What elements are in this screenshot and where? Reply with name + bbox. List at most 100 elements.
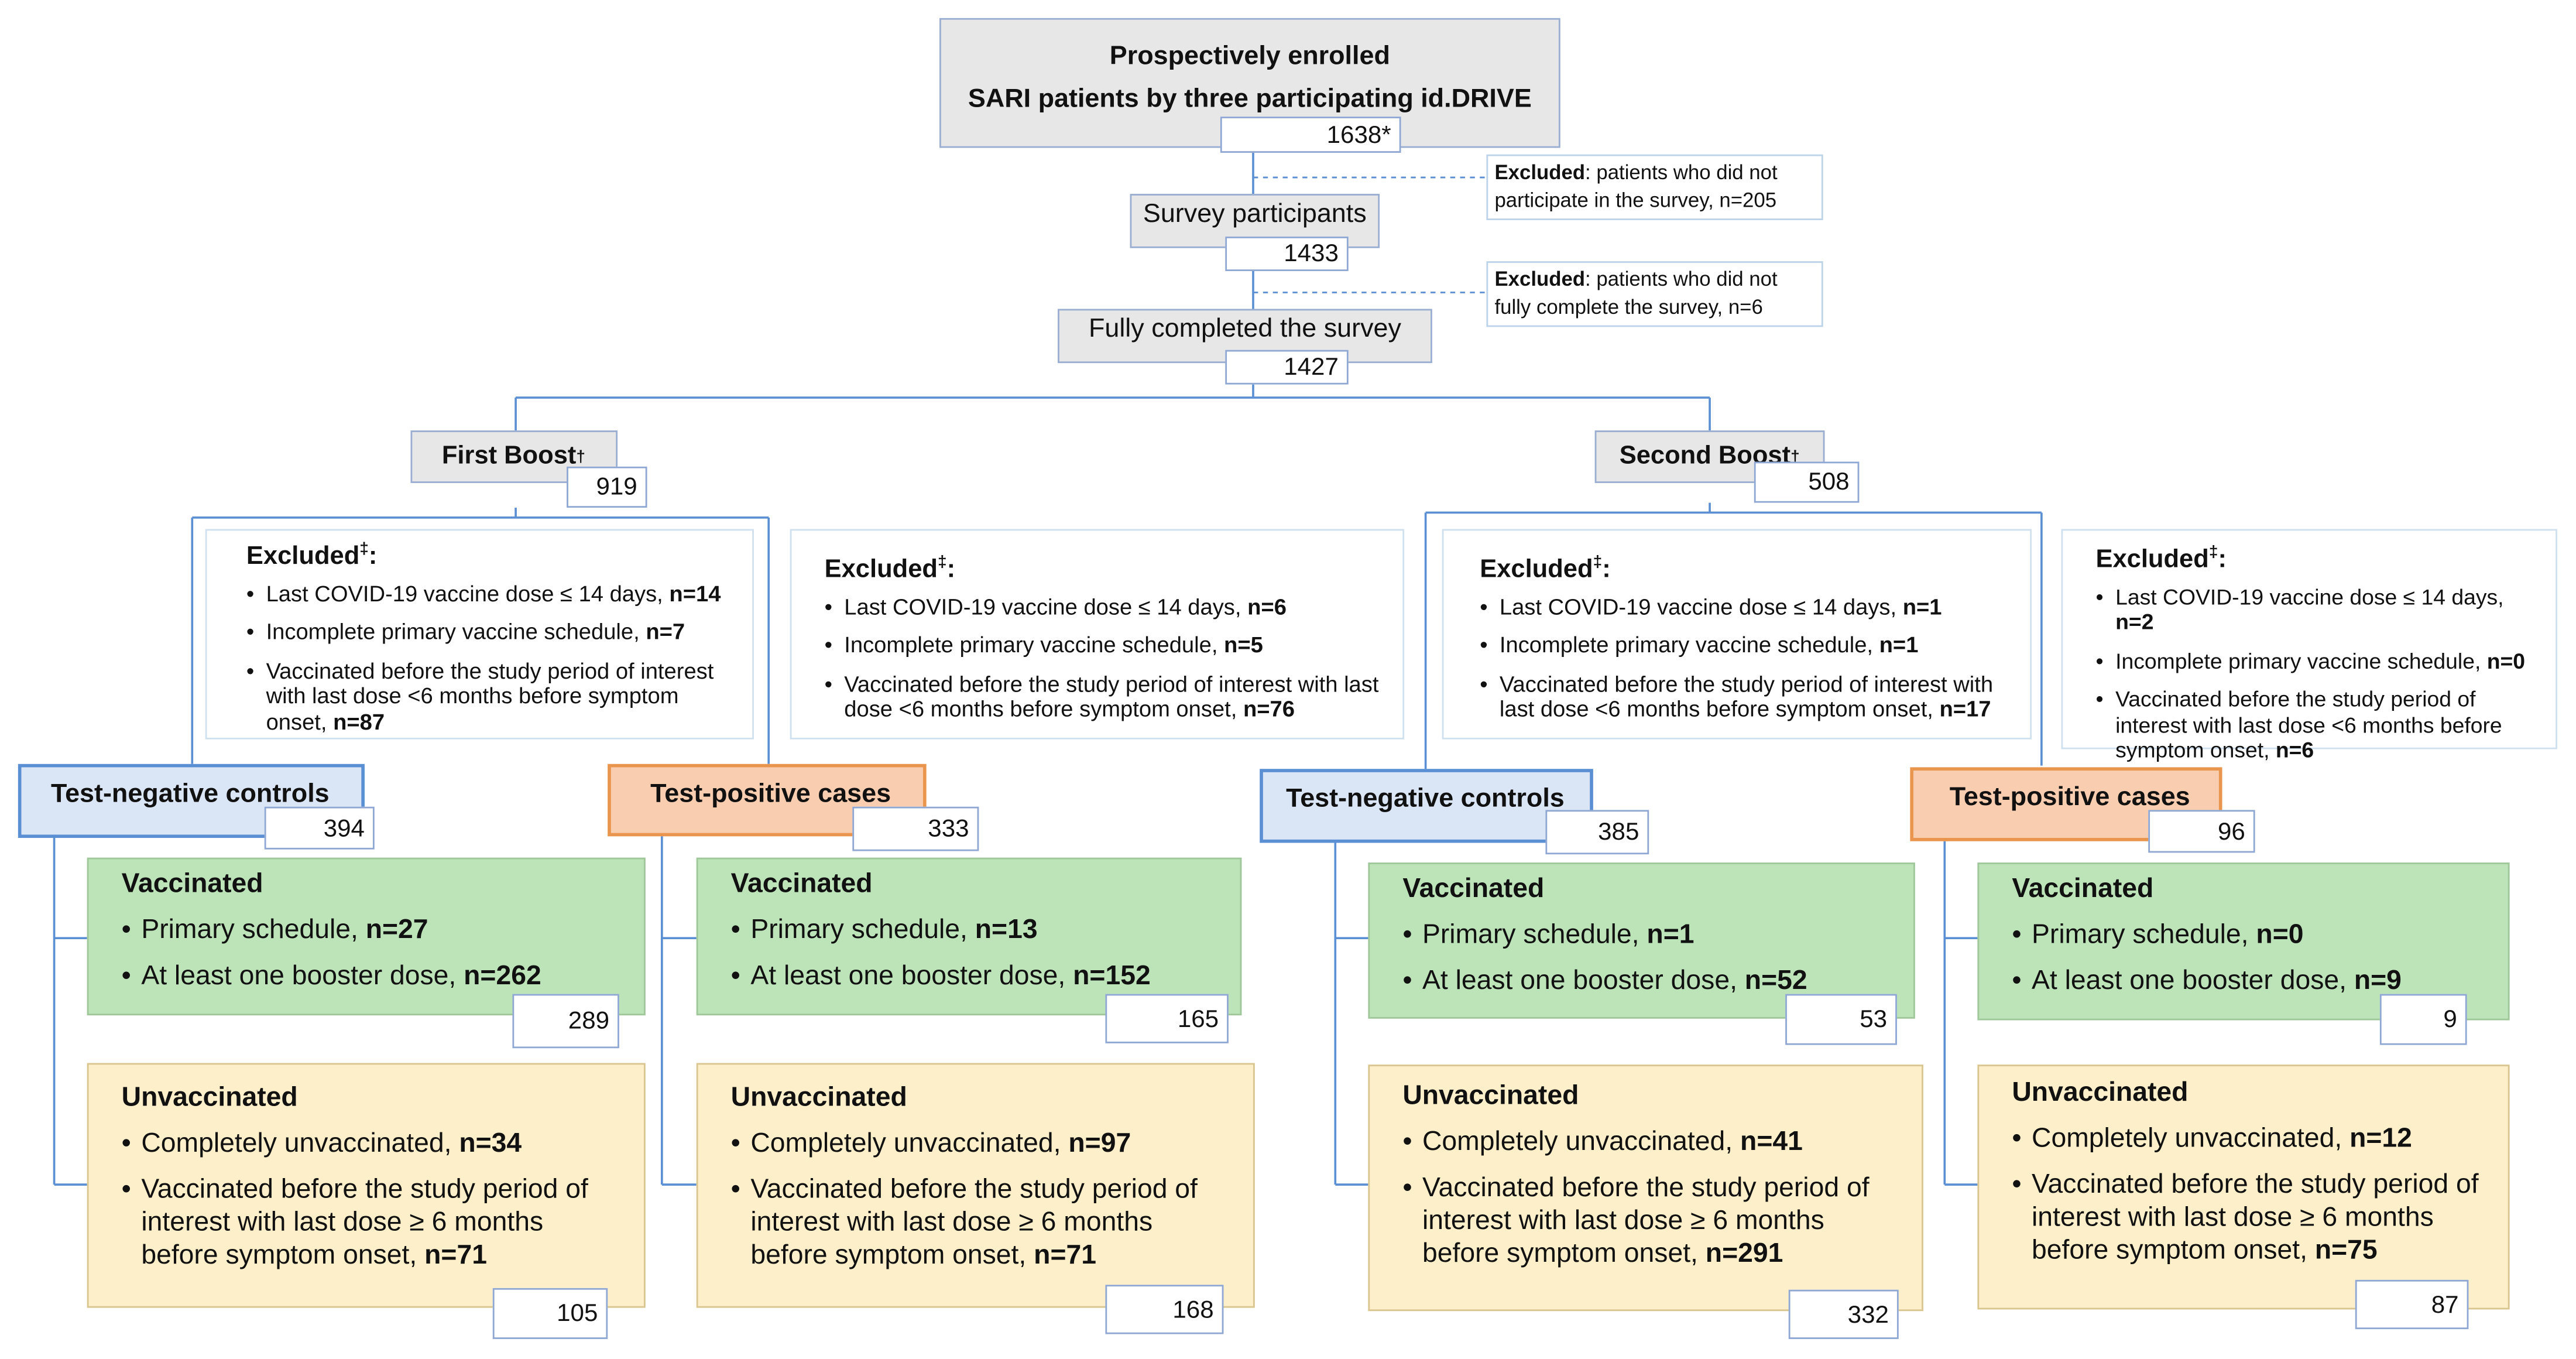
vaccinated-title: Vaccinated bbox=[121, 869, 263, 899]
vaccinated-title: Vaccinated bbox=[2012, 874, 2154, 904]
unvaccinated-item: Vaccinated before the study period of in… bbox=[2012, 1168, 2491, 1266]
vaccinated-item: At least one booster dose, n=152 bbox=[731, 960, 1224, 992]
group-label: Test-positive cases bbox=[1949, 783, 2190, 812]
excluded-complete-box: Excluded: patients who did not fully com… bbox=[1486, 261, 1823, 327]
vaccinated-list: Primary schedule, n=0 At least one boost… bbox=[2012, 919, 2491, 998]
unvaccinated-list: Completely unvaccinated, n=12 Vaccinated… bbox=[2012, 1122, 2491, 1266]
fb-cases-unvaccinated-box: Unvaccinated Completely unvaccinated, n=… bbox=[696, 1063, 1255, 1308]
first-boost-label: First Boost bbox=[441, 441, 577, 470]
excluded-list: Last COVID-19 vaccine dose ≤ 14 days, n=… bbox=[825, 594, 1390, 723]
fb-cases-count: 333 bbox=[852, 806, 979, 851]
vaccinated-item: At least one booster dose, n=52 bbox=[1402, 964, 1897, 997]
survey-count: 1433 bbox=[1225, 237, 1349, 271]
excluded-item: Vaccinated before the study period of in… bbox=[246, 658, 739, 734]
excluded-box-sb-cases: Excluded‡: Last COVID-19 vaccine dose ≤ … bbox=[2061, 529, 2557, 762]
excluded-box-sb-controls: Excluded‡: Last COVID-19 vaccine dose ≤ … bbox=[1442, 529, 2032, 740]
sb-controls-unvaccinated-count: 332 bbox=[1788, 1289, 1899, 1339]
vaccinated-title: Vaccinated bbox=[730, 869, 873, 899]
vaccinated-item: Primary schedule, n=27 bbox=[122, 913, 627, 946]
fb-controls-count: 394 bbox=[264, 806, 375, 850]
excluded-item: Incomplete primary vaccine schedule, n=0 bbox=[2095, 648, 2542, 673]
vaccinated-title: Vaccinated bbox=[1402, 874, 1545, 904]
excluded-list: Last COVID-19 vaccine dose ≤ 14 days, n=… bbox=[246, 581, 739, 734]
sb-cases-unvaccinated-count: 87 bbox=[2355, 1279, 2469, 1330]
unvaccinated-title: Unvaccinated bbox=[730, 1083, 907, 1112]
fb-cases-unvaccinated-count: 168 bbox=[1105, 1285, 1224, 1334]
vaccinated-item: Primary schedule, n=1 bbox=[1402, 919, 1897, 951]
vaccinated-item: At least one booster dose, n=9 bbox=[2012, 964, 2491, 997]
excluded-survey-box: Excluded: patients who did not participa… bbox=[1486, 154, 1823, 221]
sb-controls-vaccinated-box: Vaccinated Primary schedule, n=1 At leas… bbox=[1368, 862, 1915, 1019]
excluded-item: Vaccinated before the study period of in… bbox=[1480, 672, 2017, 723]
excluded-complete-label: Excluded bbox=[1494, 268, 1586, 291]
completed-label: Fully completed the survey bbox=[1088, 315, 1401, 344]
excluded-item: Last COVID-19 vaccine dose ≤ 14 days, n=… bbox=[825, 594, 1390, 619]
excluded-list: Last COVID-19 vaccine dose ≤ 14 days, n=… bbox=[2095, 584, 2542, 764]
vaccinated-list: Primary schedule, n=13 At least one boos… bbox=[731, 913, 1224, 992]
excluded-box-fb-controls: Excluded‡: Last COVID-19 vaccine dose ≤ … bbox=[205, 529, 754, 740]
vaccinated-list: Primary schedule, n=1 At least one boost… bbox=[1402, 919, 1897, 998]
first-boost-count: 919 bbox=[567, 466, 647, 508]
excluded-item: Last COVID-19 vaccine dose ≤ 14 days, n=… bbox=[1480, 594, 2017, 619]
unvaccinated-title: Unvaccinated bbox=[121, 1083, 298, 1112]
group-label: Test-negative controls bbox=[50, 780, 330, 809]
excluded-survey-text1: : patients who did not bbox=[1585, 160, 1778, 184]
group-label: Test-negative controls bbox=[1286, 785, 1565, 813]
unvaccinated-item: Completely unvaccinated, n=41 bbox=[1402, 1125, 1905, 1158]
unvaccinated-item: Completely unvaccinated, n=12 bbox=[2012, 1122, 2491, 1155]
sb-cases-unvaccinated-box: Unvaccinated Completely unvaccinated, n=… bbox=[1977, 1064, 2510, 1310]
first-boost-dagger: † bbox=[576, 447, 585, 466]
sb-controls-group-box: Test-negative controls bbox=[1260, 769, 1593, 843]
sb-controls-count: 385 bbox=[1545, 810, 1649, 855]
excluded-title: Excluded‡: bbox=[824, 553, 956, 584]
vaccinated-item: At least one booster dose, n=262 bbox=[122, 960, 627, 992]
excluded-item: Incomplete primary vaccine schedule, n=5 bbox=[825, 633, 1390, 658]
excluded-survey-label: Excluded bbox=[1494, 160, 1586, 184]
sb-cases-count: 96 bbox=[2148, 810, 2255, 853]
excluded-complete-text2: fully complete the survey, n=6 bbox=[1494, 296, 1763, 319]
unvaccinated-list: Completely unvaccinated, n=97 Vaccinated… bbox=[731, 1127, 1237, 1272]
excluded-item: Vaccinated before the study period of in… bbox=[2095, 687, 2542, 763]
enrolled-line1: Prospectively enrolled bbox=[1109, 42, 1390, 71]
excluded-item: Last COVID-19 vaccine dose ≤ 14 days, n=… bbox=[2095, 584, 2542, 635]
fb-cases-vaccinated-box: Vaccinated Primary schedule, n=13 At lea… bbox=[696, 857, 1242, 1016]
sb-controls-unvaccinated-box: Unvaccinated Completely unvaccinated, n=… bbox=[1368, 1064, 1923, 1312]
unvaccinated-title: Unvaccinated bbox=[2012, 1077, 2189, 1108]
fb-controls-vaccinated-box: Vaccinated Primary schedule, n=27 At lea… bbox=[87, 857, 646, 1016]
fb-cases-vaccinated-count: 165 bbox=[1105, 994, 1229, 1043]
fb-controls-group-box: Test-negative controls bbox=[18, 764, 365, 838]
fb-controls-unvaccinated-count: 105 bbox=[492, 1288, 608, 1339]
unvaccinated-item: Vaccinated before the study period of in… bbox=[1402, 1172, 1905, 1270]
unvaccinated-item: Completely unvaccinated, n=34 bbox=[122, 1127, 627, 1160]
unvaccinated-title: Unvaccinated bbox=[1402, 1081, 1579, 1111]
unvaccinated-item: Vaccinated before the study period of in… bbox=[122, 1173, 627, 1271]
excluded-item: Incomplete primary vaccine schedule, n=7 bbox=[246, 619, 739, 645]
excluded-title: Excluded‡: bbox=[2095, 543, 2227, 574]
completed-count: 1427 bbox=[1225, 350, 1349, 385]
vaccinated-item: Primary schedule, n=13 bbox=[731, 913, 1224, 946]
unvaccinated-item: Vaccinated before the study period of in… bbox=[731, 1173, 1237, 1271]
fb-controls-unvaccinated-box: Unvaccinated Completely unvaccinated, n=… bbox=[87, 1063, 646, 1308]
enrolled-count: 1638* bbox=[1220, 117, 1401, 153]
unvaccinated-list: Completely unvaccinated, n=34 Vaccinated… bbox=[122, 1127, 627, 1272]
second-boost-count: 508 bbox=[1754, 461, 1860, 503]
excluded-title: Excluded‡: bbox=[1480, 553, 1611, 584]
excluded-box-fb-cases: Excluded‡: Last COVID-19 vaccine dose ≤ … bbox=[790, 529, 1405, 740]
excluded-item: Last COVID-19 vaccine dose ≤ 14 days, n=… bbox=[246, 581, 739, 606]
second-boost-dagger: † bbox=[1790, 447, 1800, 466]
fb-controls-vaccinated-count: 289 bbox=[512, 994, 619, 1049]
excluded-complete-text1: : patients who did not bbox=[1585, 268, 1778, 291]
excluded-list: Last COVID-19 vaccine dose ≤ 14 days, n=… bbox=[1480, 594, 2017, 723]
vaccinated-list: Primary schedule, n=27 At least one boos… bbox=[122, 913, 627, 992]
excluded-title: Excluded‡: bbox=[246, 540, 378, 571]
unvaccinated-item: Completely unvaccinated, n=97 bbox=[731, 1127, 1237, 1160]
excluded-survey-text2: participate in the survey, n=205 bbox=[1494, 189, 1777, 212]
excluded-item: Vaccinated before the study period of in… bbox=[825, 672, 1390, 723]
sb-controls-vaccinated-count: 53 bbox=[1785, 994, 1897, 1045]
excluded-item: Incomplete primary vaccine schedule, n=1 bbox=[1480, 633, 2017, 658]
vaccinated-item: Primary schedule, n=0 bbox=[2012, 919, 2491, 951]
unvaccinated-list: Completely unvaccinated, n=41 Vaccinated… bbox=[1402, 1125, 1905, 1270]
group-label: Test-positive cases bbox=[650, 780, 891, 809]
